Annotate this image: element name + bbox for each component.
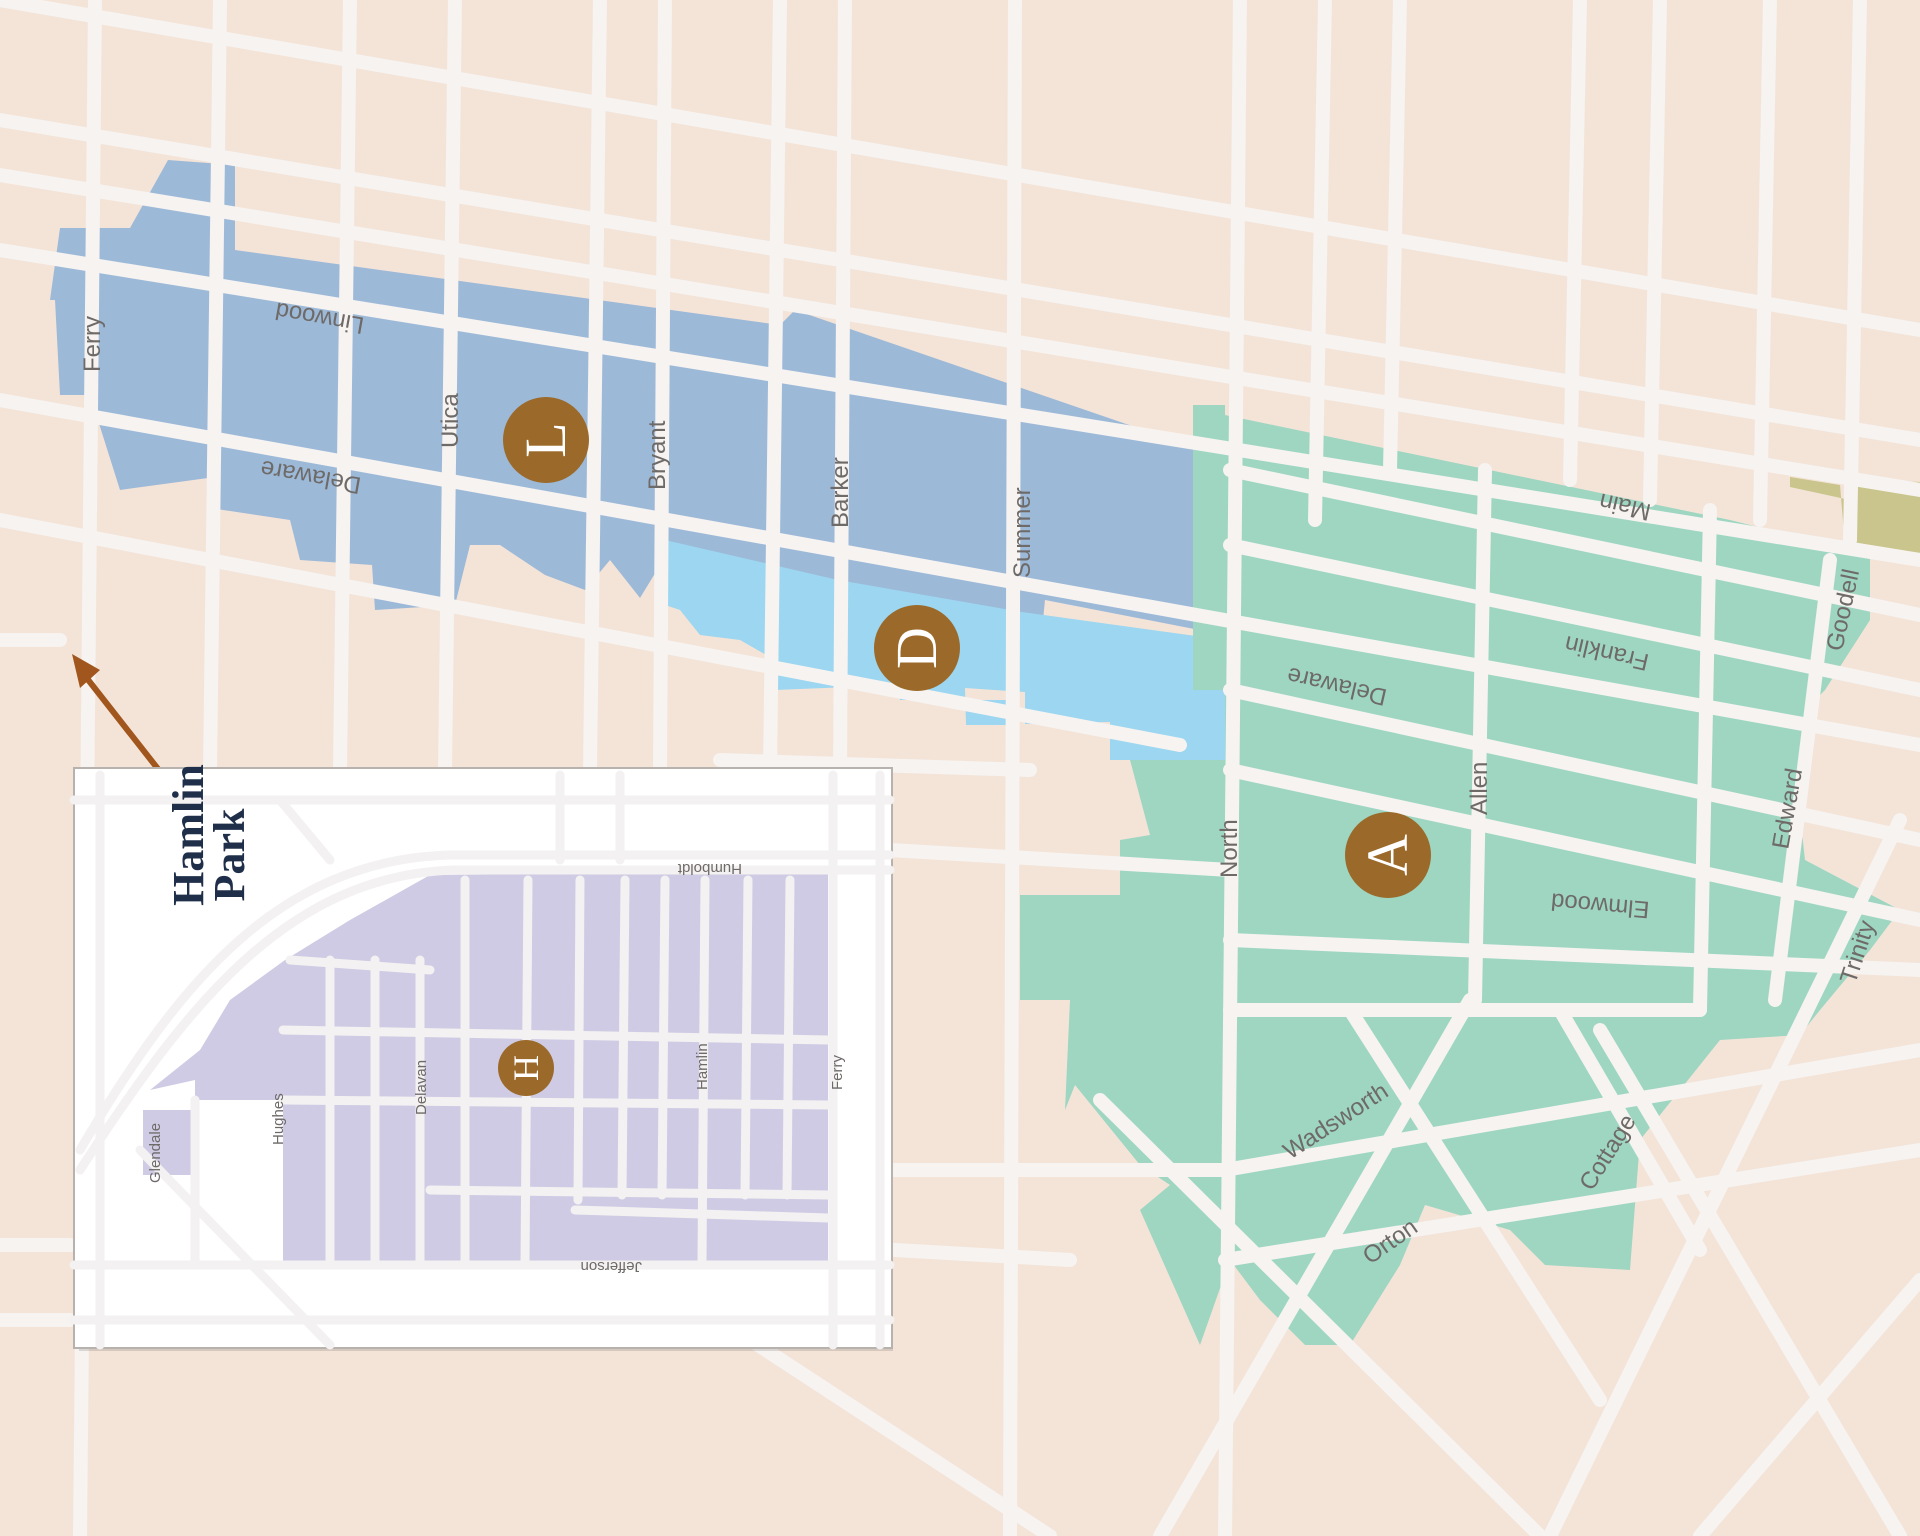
- marker-circle-d: [874, 605, 960, 691]
- marker-circle-h: [498, 1040, 554, 1096]
- inset-label-delavan: Delavan: [413, 1060, 430, 1115]
- street-label-allen: Allen: [1466, 762, 1493, 815]
- inset-label-jefferson: Jefferson: [581, 1258, 642, 1275]
- marker-letter-h: H: [506, 1055, 546, 1081]
- marker-circle-a: [1345, 812, 1431, 898]
- inset-title-line2: Park: [205, 808, 254, 901]
- street-label-bryant: Bryant: [644, 420, 671, 490]
- district-marker-d[interactable]: D: [874, 605, 960, 691]
- street-label-barker: Barker: [827, 457, 854, 528]
- marker-letter-a: A: [1355, 834, 1420, 876]
- inset-title-line1: Hamlin: [164, 764, 213, 906]
- district-marker-l[interactable]: L: [503, 397, 589, 483]
- street-label-ferry: Ferry: [79, 316, 106, 372]
- inset-street-network: [69, 770, 895, 1350]
- inset-map-hamlin-park[interactable]: Hamlin Park Humboldt Glendale Hughes Del…: [69, 764, 895, 1351]
- district-marker-h[interactable]: H: [498, 1040, 554, 1096]
- district-marker-a[interactable]: A: [1345, 812, 1431, 898]
- street-label-north: North: [1216, 819, 1243, 878]
- street-label-utica: Utica: [437, 393, 464, 448]
- marker-letter-d: D: [884, 627, 949, 669]
- marker-circle-l: [503, 397, 589, 483]
- inset-label-glendale: Glendale: [147, 1123, 164, 1183]
- inset-label-humboldt: Humboldt: [677, 860, 742, 877]
- street-label-summer: Summer: [1009, 487, 1036, 578]
- marker-letter-l: L: [513, 422, 578, 457]
- inset-label-ferry: Ferry: [829, 1055, 846, 1090]
- inset-label-hughes: Hughes: [270, 1093, 287, 1145]
- inset-label-hamlin: Hamlin: [694, 1043, 711, 1090]
